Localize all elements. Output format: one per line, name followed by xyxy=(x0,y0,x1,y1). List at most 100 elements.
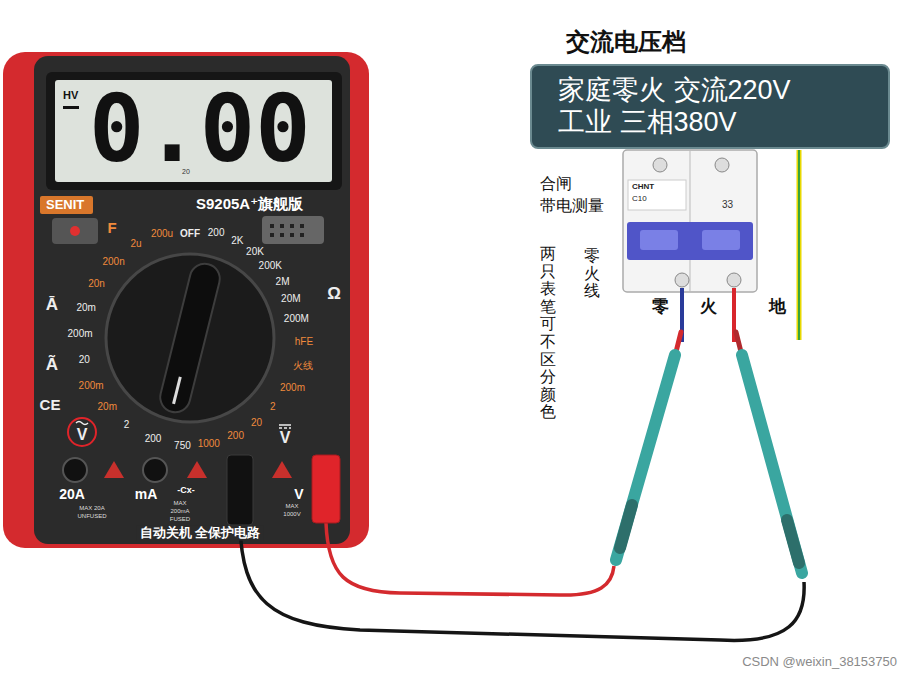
range-symbol: Ã xyxy=(46,355,58,375)
probe-grip xyxy=(620,505,632,548)
dial-pointer xyxy=(174,377,181,404)
range-label: 20 xyxy=(79,355,90,367)
page-title: 交流电压档 xyxy=(566,28,686,56)
range-symbol: V xyxy=(77,426,88,444)
vertical-note: 零火线 xyxy=(584,247,600,300)
lcd-mark: 20 xyxy=(182,168,190,176)
range-label: OFF xyxy=(180,228,200,240)
lcd-screen: HV 0.00 xyxy=(55,80,332,182)
jack-rating: FUSED xyxy=(170,516,190,523)
power-button xyxy=(52,218,98,244)
range-label: 200M xyxy=(284,313,309,325)
range-label: 200 xyxy=(145,434,162,446)
red-lead-cable xyxy=(326,523,614,595)
power-dot xyxy=(70,226,80,236)
box-text: SENIT xyxy=(46,197,87,213)
warning-triangle xyxy=(104,461,124,478)
wire-label: 地 xyxy=(769,297,786,317)
range-label: 2u xyxy=(130,239,141,251)
meter-bumper xyxy=(3,52,369,548)
breaker-toggle xyxy=(702,230,740,250)
socket-hole xyxy=(280,233,284,237)
probe-grip xyxy=(787,520,799,563)
socket-hole xyxy=(300,233,304,237)
range-label: hFE xyxy=(295,336,313,348)
warning-triangle xyxy=(272,461,292,478)
range-label: 750 xyxy=(174,440,191,452)
range-label: 20m xyxy=(98,402,117,414)
range-label: 20n xyxy=(88,278,105,290)
breaker-plate xyxy=(628,180,686,210)
jack-label: V xyxy=(294,486,303,502)
dc-symbol xyxy=(279,424,291,426)
terminal-screw xyxy=(727,273,741,287)
terminal-screw xyxy=(715,158,729,172)
rotary-dial xyxy=(106,254,274,422)
range-symbol: V xyxy=(280,429,291,447)
dc-symbol xyxy=(279,427,291,429)
ce-mark: CE xyxy=(40,396,61,413)
black-probe-tip xyxy=(736,332,741,352)
jack-label: 20A xyxy=(59,486,85,502)
hfe-socket xyxy=(262,216,324,244)
jack-rating: MAX 20A xyxy=(79,505,104,512)
selected-range-circle xyxy=(68,418,96,446)
wire-label: 火 xyxy=(700,297,717,317)
range-label: 1000 xyxy=(198,439,220,451)
jack-rating: 1000V xyxy=(283,511,300,518)
range-label: 2M xyxy=(276,277,290,289)
dial-knob xyxy=(157,261,223,416)
note-text: 带电测量 xyxy=(540,197,604,215)
jack-label: -Cx- xyxy=(177,485,195,495)
input-jack xyxy=(63,458,87,482)
socket-hole xyxy=(300,224,304,228)
red-plug xyxy=(312,455,340,523)
range-label: 200m xyxy=(280,382,305,394)
warning-triangle xyxy=(187,461,207,478)
range-label: 200m xyxy=(79,380,104,392)
jack-rating: 200mA xyxy=(170,508,189,515)
black-lead-cable xyxy=(240,525,804,640)
range-label: 200 xyxy=(208,227,225,239)
socket-hole xyxy=(270,233,274,237)
jack-rating: UNFUSED xyxy=(77,513,106,520)
range-label: 200 xyxy=(227,430,244,442)
wire-label: 零 xyxy=(652,297,669,317)
model-name: S9205A⁺旗舰版 xyxy=(196,195,303,212)
black-probe-handle xyxy=(742,355,802,573)
breaker-divider xyxy=(690,150,691,292)
breaker-toggle-band xyxy=(627,222,753,260)
red-probe-tip xyxy=(676,332,681,352)
earth-wire xyxy=(797,150,802,340)
brand-badge: SENIT xyxy=(40,196,93,214)
lcd-reading: 0.00 xyxy=(89,84,311,176)
jack-label: mA xyxy=(135,486,158,502)
range-label: 2K xyxy=(231,235,243,247)
lcd-bezel xyxy=(46,72,342,190)
feature-text: 自动关机 全保护电路 xyxy=(137,526,264,541)
range-symbol: Ω xyxy=(327,284,341,304)
range-label: 火线 xyxy=(293,360,313,372)
range-label: 20m xyxy=(76,302,95,314)
red-probe-handle xyxy=(616,355,675,560)
breaker-rating: C10 xyxy=(632,194,647,203)
jack-rating: MAX xyxy=(285,503,298,510)
watermark: CSDN @weixin_38153750 xyxy=(742,655,897,670)
box-text: 家庭零火 交流220V xyxy=(558,74,862,106)
breaker-toggle xyxy=(640,230,678,250)
socket-hole xyxy=(270,224,274,228)
socket-hole xyxy=(280,224,284,228)
range-label: 200n xyxy=(103,256,125,268)
earth-wire-stripe xyxy=(798,150,800,340)
ac-symbol xyxy=(76,422,88,425)
breaker-mark: 33 xyxy=(722,199,733,211)
terminal-screw xyxy=(675,273,689,287)
range-label: 2 xyxy=(270,402,276,414)
circuit-breaker xyxy=(623,150,757,292)
terminal-screw xyxy=(653,158,667,172)
lcd-indicator: HV xyxy=(63,90,78,101)
range-symbol: Ā xyxy=(46,295,58,315)
range-label: 200m xyxy=(68,328,93,340)
socket-hole xyxy=(290,224,294,228)
range-label: 20K xyxy=(246,246,264,258)
